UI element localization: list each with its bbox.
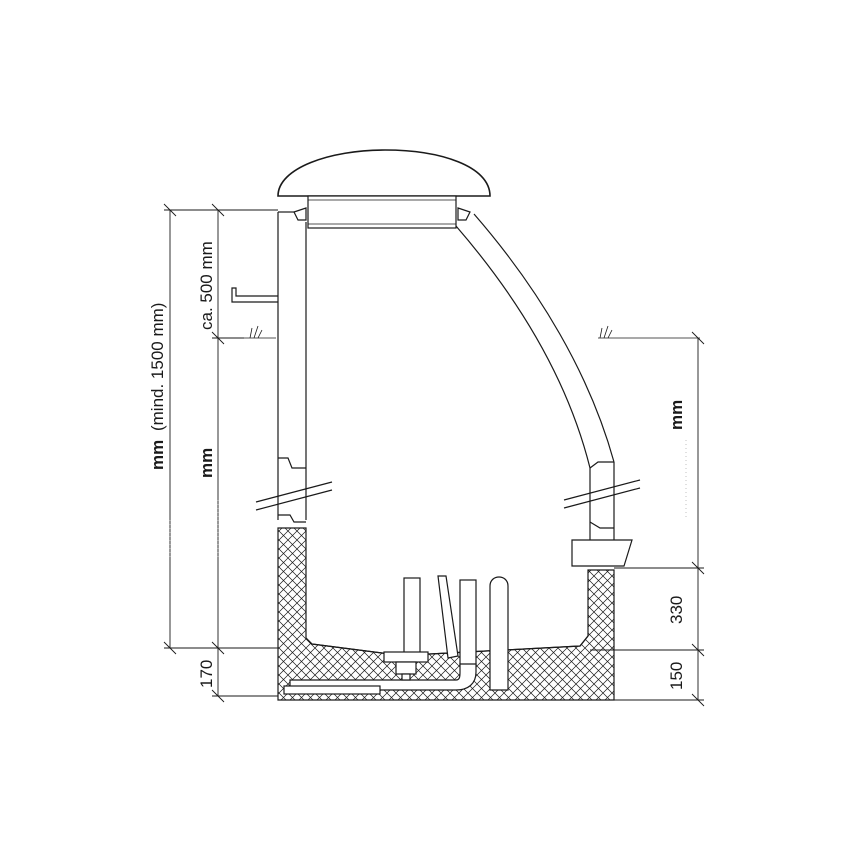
dim-right-mid-label: 330 [667, 596, 686, 624]
left-shaft-wall [277, 211, 307, 523]
dim-right-bottom-label: 150 [667, 662, 686, 690]
drain-fitting [383, 651, 429, 681]
dimension-left [163, 203, 278, 703]
dim-left-outer-label: mm (mind. 1500 mm) [148, 303, 167, 470]
seal-right [457, 207, 471, 221]
right-cone-wall [455, 213, 615, 540]
break-lines [255, 479, 641, 511]
outlet-pipe-left [283, 685, 381, 695]
dimension-right [590, 331, 705, 707]
grass-symbol-right [598, 325, 700, 339]
lid-dome [277, 149, 491, 197]
inlet-pipe [571, 539, 633, 567]
dim-left-top-label: ca. 500 mm [197, 241, 216, 330]
lid-collar [307, 195, 457, 229]
seal-left [293, 207, 307, 221]
dim-left-inner-label: mm [197, 448, 216, 478]
step-bracket [231, 287, 278, 303]
grass-symbol-left [244, 325, 276, 339]
dim-left-bottom-label: 170 [197, 660, 216, 688]
dim-right-upper-label: mm [667, 400, 686, 430]
